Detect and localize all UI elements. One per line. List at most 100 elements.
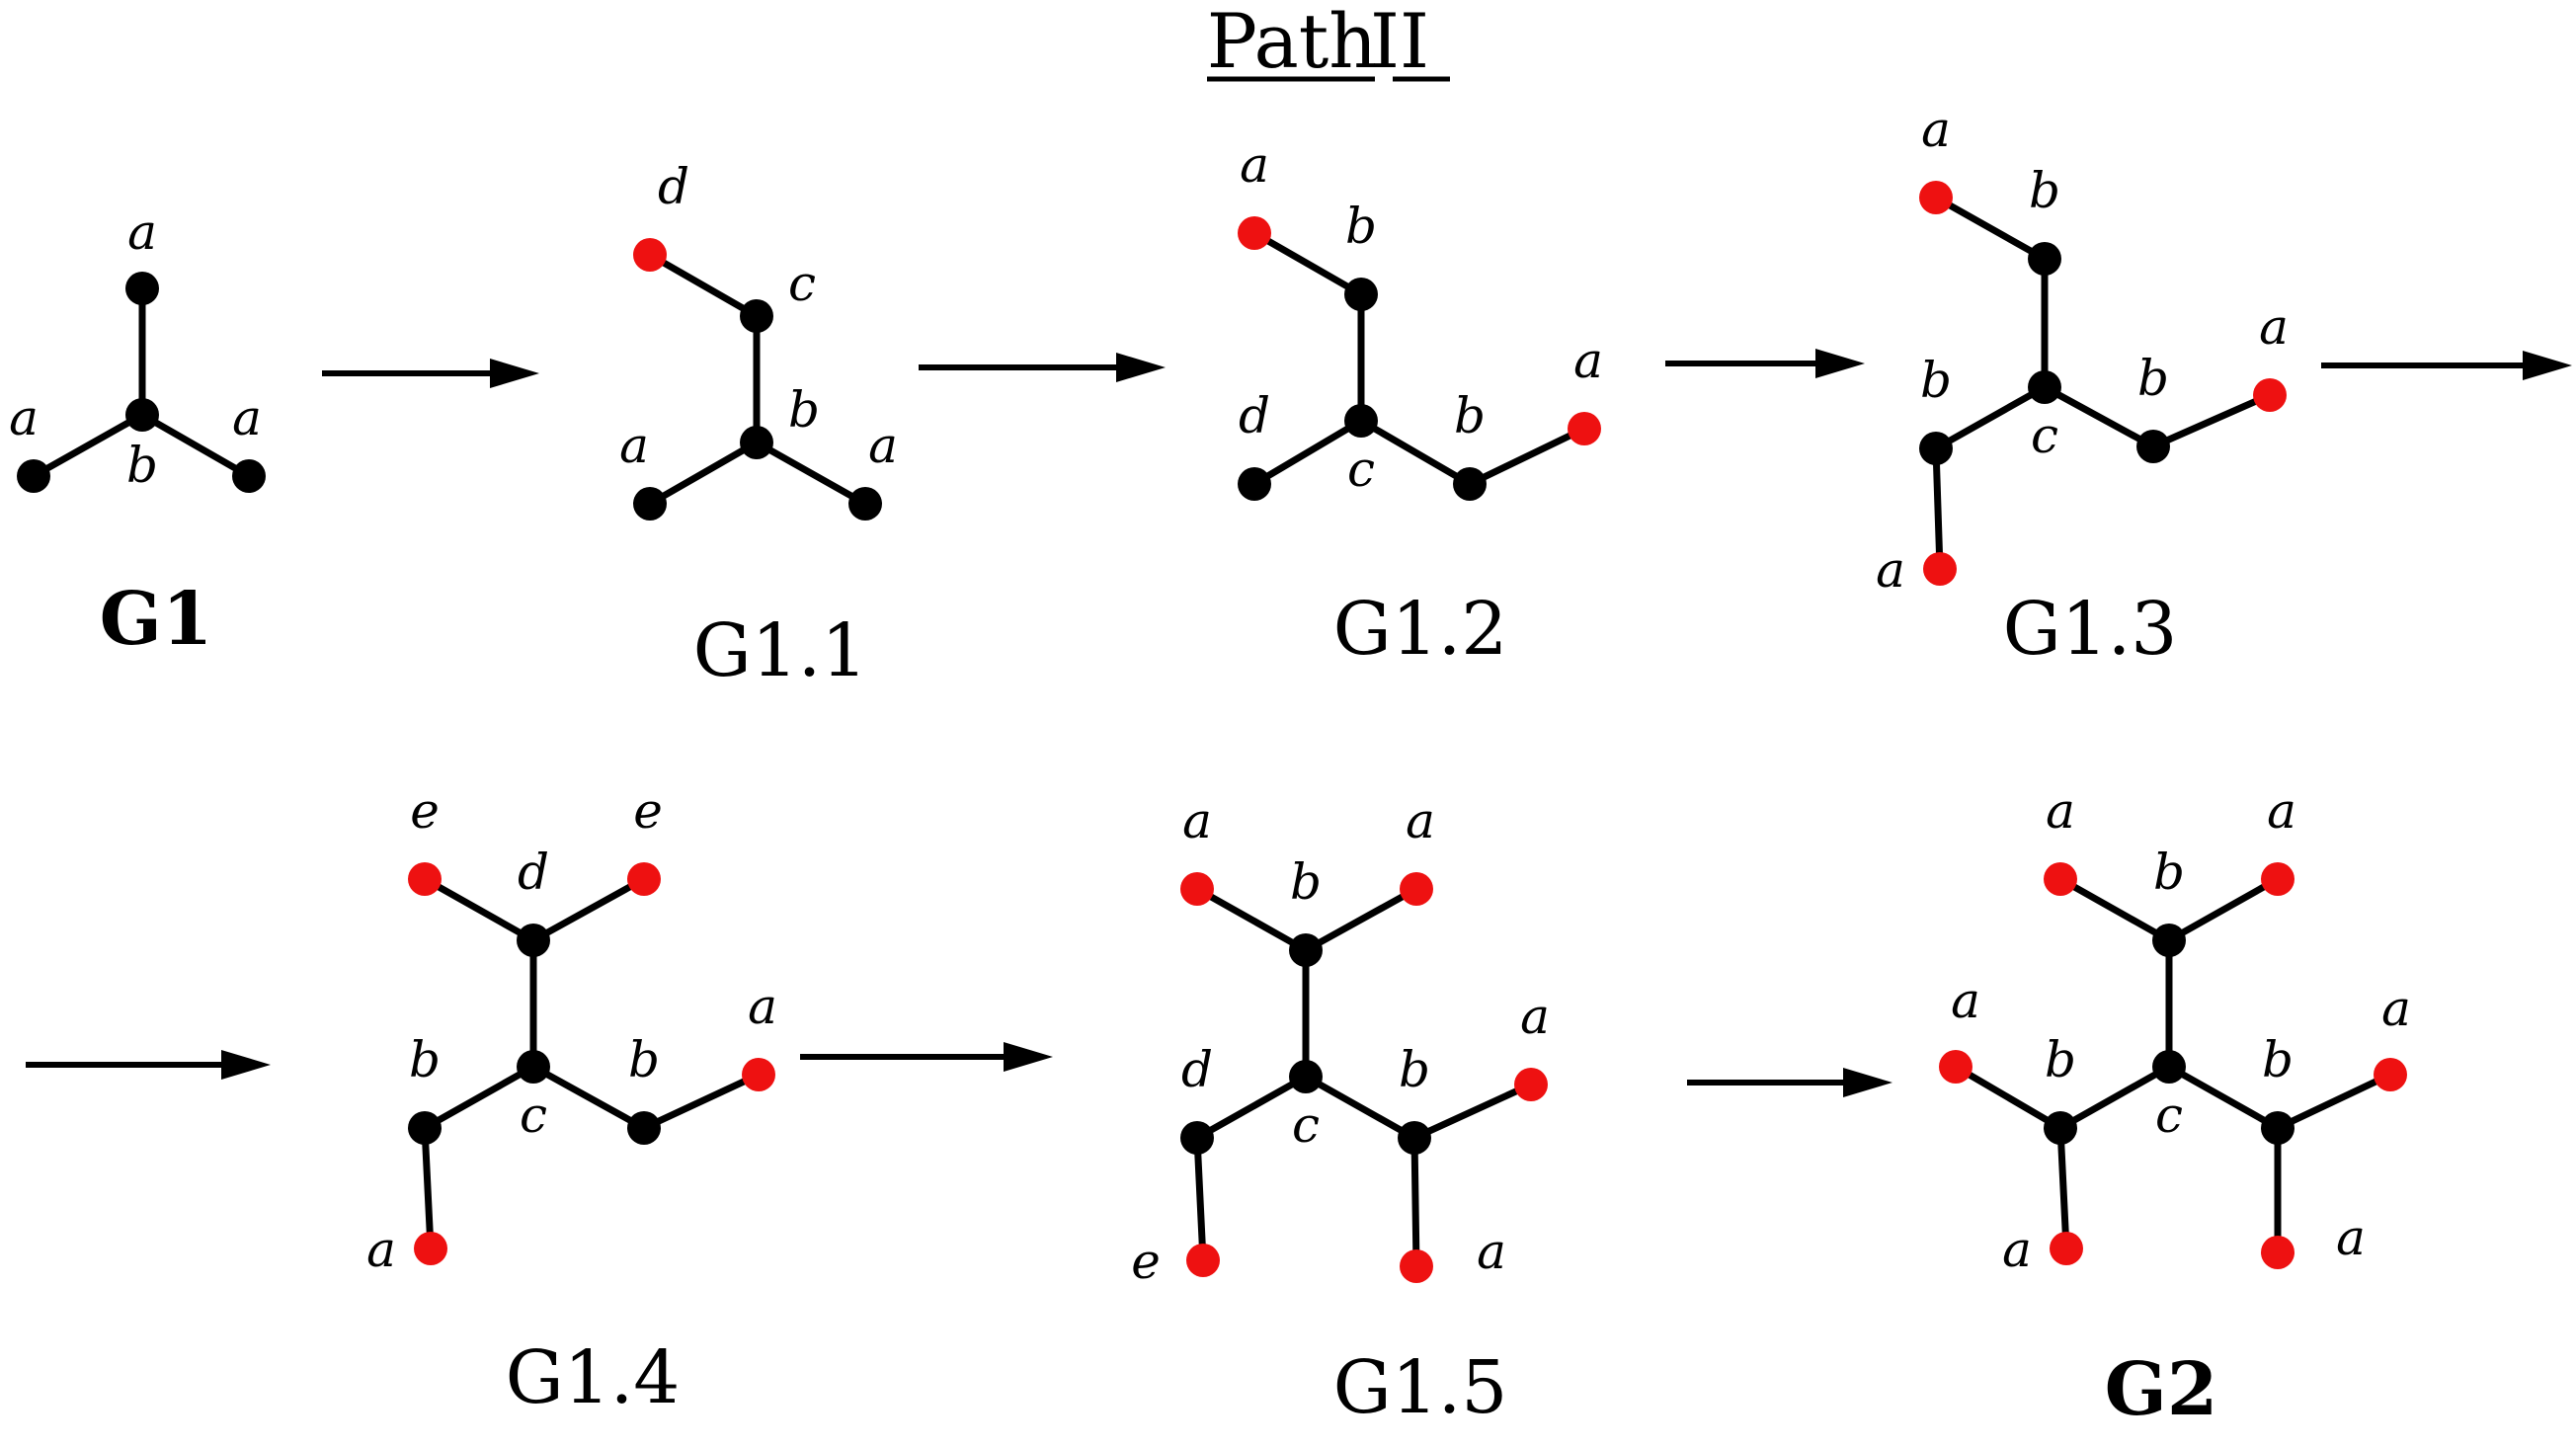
g1-4-caption: G1.4 <box>506 1335 681 1420</box>
g2-edge-n2-n3 <box>2165 875 2282 944</box>
g1-5-node-label-n1: a <box>1182 792 1212 849</box>
g1-5-edge-n7-n9 <box>1410 1134 1420 1270</box>
g1-3-node-n5 <box>2253 378 2287 412</box>
g1-3-node-n1 <box>1919 181 1953 214</box>
g1-5-node-label-n4: c <box>1292 1096 1320 1154</box>
g1-3-node-label-n6: b <box>1920 352 1952 409</box>
graph-g1-3: a b c b a b aG1.3 <box>1876 101 2289 672</box>
g1-1-caption: G1.1 <box>693 608 868 693</box>
g1-2-node-label-n6: a <box>1573 332 1603 389</box>
g1-4-node-label-n3: d <box>518 844 549 901</box>
g1-3-edge-n4-n5 <box>2149 391 2274 450</box>
g1-node-n2 <box>125 272 159 305</box>
g1-4-edge-n1-n3 <box>421 875 537 944</box>
g1-1-edge-n3-n5 <box>753 439 869 508</box>
arrow-g1-1-to-g1-2 <box>919 353 1166 382</box>
g1-4-node-label-n5: b <box>409 1031 441 1088</box>
g1-edge-n1-n3 <box>30 411 146 480</box>
g1-5-node-n5 <box>1180 1121 1214 1155</box>
g1-1-node-n3 <box>740 426 773 459</box>
g1-1-edge-n3-n4 <box>646 439 761 508</box>
g2-node-n5 <box>2044 1111 2077 1145</box>
g2-edge-n4-n8 <box>2165 1063 2282 1132</box>
arrow-g1-4-to-g1-5 <box>800 1042 1053 1072</box>
g1-2-node-n1 <box>1238 216 1271 250</box>
g1-5-node-label-n9: a <box>1477 1223 1506 1280</box>
g1-4-node-n2 <box>627 862 661 896</box>
g1-3-edge-n3-n6 <box>1932 383 2049 452</box>
g2-edge-n5-n6 <box>1952 1063 2064 1132</box>
g1-3-edge-n3-n4 <box>2041 383 2157 450</box>
g1-4-node-n4 <box>517 1050 550 1084</box>
g1-4-edge-n4-n5 <box>421 1063 537 1132</box>
g1-caption: G1 <box>100 577 213 662</box>
arrow-g1-2-to-g1-3 <box>1665 349 1865 378</box>
g1-4-edge-n2-n3 <box>529 875 648 944</box>
g1-2-node-n2 <box>1344 278 1378 311</box>
g1-2-node-label-n1: a <box>1240 136 1269 194</box>
g1-1-node-label-n4: a <box>619 417 649 474</box>
g1-3-node-n3 <box>2028 370 2061 404</box>
g1-node-label-n4: a <box>232 389 262 446</box>
g2-node-n4 <box>2152 1050 2186 1084</box>
g1-3-node-label-n7: a <box>1876 541 1905 599</box>
g1-5-node-label-n8: a <box>1520 988 1550 1045</box>
g1-3-node-n7 <box>1923 552 1957 586</box>
g1-1-node-label-n1: d <box>658 158 689 215</box>
g1-3-node-n6 <box>1919 432 1953 465</box>
g1-4-node-label-n2: e <box>633 782 663 840</box>
g2-node-label-n4: c <box>2155 1086 2183 1144</box>
g1-4-edge-n4-n7 <box>529 1063 648 1132</box>
g1-1-node-label-n3: b <box>788 381 820 439</box>
g1-1-edge-n1-n2 <box>646 251 761 320</box>
g2-node-label-n5: b <box>2045 1031 2076 1088</box>
g1-node-n1 <box>125 398 159 432</box>
g2-node-label-n2: a <box>2267 782 2296 840</box>
g1-4-node-n3 <box>517 924 550 957</box>
g1-2-node-label-n3: c <box>1347 441 1375 498</box>
g1-3-node-n2 <box>2028 242 2061 276</box>
g2-node-n2 <box>2261 862 2294 896</box>
g1-5-edge-n7-n8 <box>1410 1081 1535 1142</box>
g1-5-edge-n4-n5 <box>1193 1073 1310 1142</box>
g2-node-label-n10: a <box>2336 1209 2366 1266</box>
g1-3-node-label-n3: c <box>2031 407 2058 464</box>
g1-5-node-n9 <box>1400 1249 1433 1283</box>
g2-node-n6 <box>1939 1050 1972 1084</box>
g1-3-node-label-n2: b <box>2029 162 2060 219</box>
g1-1-node-n2 <box>740 299 773 333</box>
g1-node-n4 <box>232 459 266 493</box>
g1-3-node-label-n4: b <box>2137 350 2169 407</box>
g1-4-edge-n5-n6 <box>421 1124 435 1252</box>
g1-2-edge-n5-n6 <box>1466 425 1588 488</box>
g1-5-edge-n1-n3 <box>1193 885 1310 954</box>
title-numeral: II <box>1370 0 1429 85</box>
g1-1-node-n1 <box>633 238 667 272</box>
g2-node-label-n9: a <box>2381 980 2411 1037</box>
g1-2-caption: G1.2 <box>1333 587 1508 672</box>
g1-5-node-n3 <box>1289 933 1323 967</box>
g1-2-node-n4 <box>1238 467 1271 501</box>
g1-3-node-label-n1: a <box>1921 101 1951 158</box>
g1-4-node-n5 <box>408 1111 442 1145</box>
g1-4-node-label-n7: b <box>628 1031 660 1088</box>
g1-3-edge-n1-n2 <box>1932 194 2049 263</box>
g1-5-node-n2 <box>1400 872 1433 906</box>
g1-1-node-n4 <box>633 487 667 521</box>
g1-5-node-n1 <box>1180 872 1214 906</box>
arrow-continue-to-g1-4 <box>26 1050 271 1080</box>
title-path: Path <box>1207 0 1378 85</box>
g2-edge-n5-n7 <box>2056 1124 2070 1252</box>
g1-5-node-label-n6: e <box>1131 1233 1161 1290</box>
g1-2-node-n6 <box>1568 412 1601 445</box>
g1-3-node-label-n5: a <box>2259 298 2289 356</box>
g1-node-n3 <box>17 459 50 493</box>
g1-2-node-label-n4: d <box>1239 387 1270 444</box>
g2-node-label-n3: b <box>2153 844 2185 901</box>
g1-4-node-label-n4: c <box>520 1086 547 1144</box>
g1-5-node-n6 <box>1186 1244 1220 1277</box>
g2-edge-n8-n9 <box>2274 1071 2394 1132</box>
g1-3-caption: G1.3 <box>2003 587 2178 672</box>
g1-1-node-label-n5: a <box>868 417 898 474</box>
